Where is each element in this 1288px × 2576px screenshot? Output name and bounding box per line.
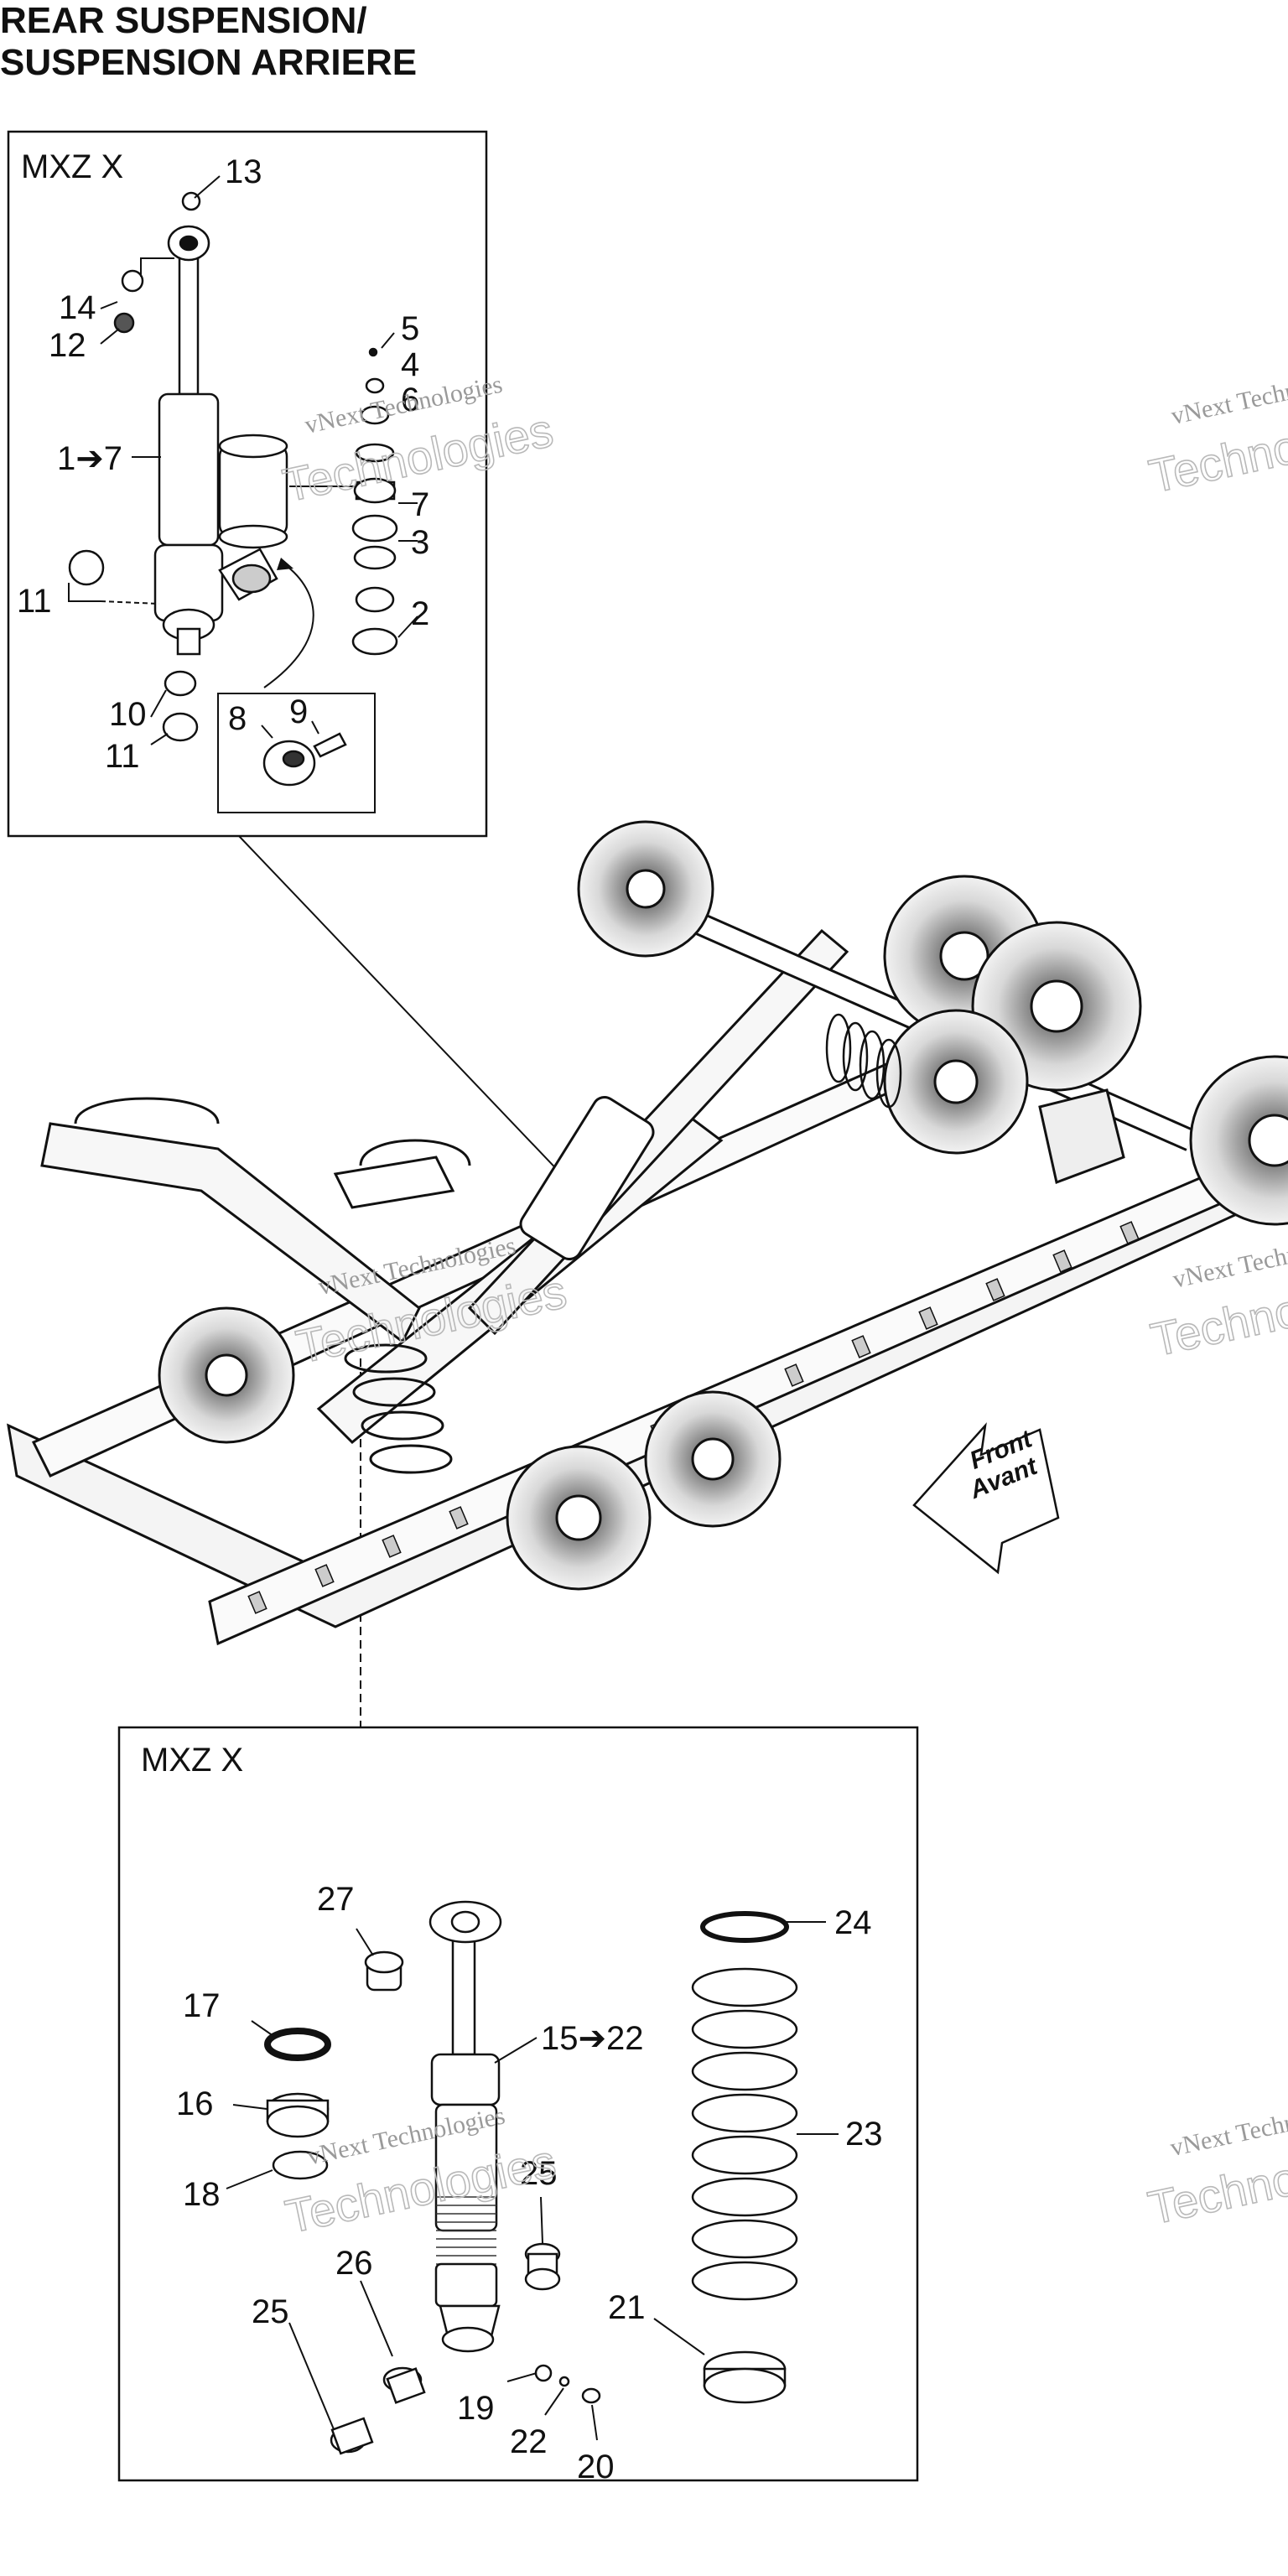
callout-13: 13 (225, 153, 262, 190)
callout-21: 21 (608, 2289, 646, 2326)
callout-26: 26 (335, 2245, 373, 2282)
watermarks: vNext Technologies Technologies vNext Te… (278, 361, 1288, 2244)
adjuster-subbox (217, 693, 376, 813)
callout-11-a: 11 (17, 583, 52, 620)
top-callouts: 13 14 12 5 4 6 1➔7 7 3 11 2 10 11 8 9 (17, 153, 429, 775)
watermark-6-line1: vNext Technologies (1168, 2093, 1288, 2162)
callout-6: 6 (401, 382, 419, 418)
shock-absorber-bottom (428, 1900, 502, 2353)
top-leader-lines (68, 175, 418, 745)
callout-18: 18 (183, 2176, 221, 2213)
watermark-4-line1: vNext Technologies (1169, 361, 1288, 430)
callout-8: 8 (228, 700, 247, 737)
bottom-detail-box: MXZ X (117, 1726, 919, 2485)
title-line-2: SUSPENSION ARRIERE (0, 42, 418, 83)
bottom-box-frame (117, 1726, 919, 2482)
callout-5: 5 (401, 310, 419, 347)
callout-22: 22 (510, 2423, 548, 2460)
eyelet-top (167, 225, 210, 262)
callout-19: 19 (457, 2390, 495, 2427)
bottom-leader-lines (226, 1921, 839, 2441)
callout-14: 14 (59, 289, 96, 326)
bottom-box-model-label: MXZ X (141, 1742, 243, 1779)
adjuster-leader (263, 561, 314, 688)
callout-1-7: 1➔7 (57, 440, 122, 477)
top-connector-line (238, 835, 600, 1215)
bottom-callouts: 27 24 17 15➔22 16 23 18 25 26 21 25 19 2… (176, 1881, 883, 2485)
callout-15-22: 15➔22 (541, 2020, 644, 2057)
shock-absorber-top (153, 233, 288, 656)
callout-17: 17 (183, 1987, 221, 2024)
top-detail-box: MXZ X (7, 130, 488, 838)
callout-9: 9 (289, 693, 308, 730)
callout-10: 10 (109, 696, 147, 733)
idler-wheels (158, 820, 1288, 1591)
callout-11-b: 11 (105, 738, 140, 775)
callout-7: 7 (411, 486, 429, 523)
loose-parts-bottom (264, 1911, 798, 2455)
callout-20: 20 (577, 2449, 615, 2485)
title-line-1: REAR SUSPENSION/ (0, 0, 367, 41)
callout-25-b: 25 (252, 2293, 289, 2330)
callout-16: 16 (176, 2085, 214, 2122)
top-box-model-label: MXZ X (21, 148, 123, 185)
page-title: REAR SUSPENSION/ SUSPENSION ARRIERE (0, 0, 417, 84)
callout-25-a: 25 (520, 2155, 558, 2192)
callout-4: 4 (401, 346, 419, 383)
callout-23: 23 (845, 2116, 883, 2153)
callout-27: 27 (317, 1881, 355, 1918)
adjuster-knob (262, 732, 347, 787)
callout-2: 2 (411, 595, 429, 632)
callout-12: 12 (49, 327, 86, 364)
rear-suspension-assembly (7, 820, 1288, 1646)
callout-24: 24 (834, 1904, 872, 1941)
callout-3: 3 (411, 524, 429, 561)
front-direction-arrow: Front Avant (912, 1422, 1060, 1575)
top-box-frame (7, 130, 488, 838)
